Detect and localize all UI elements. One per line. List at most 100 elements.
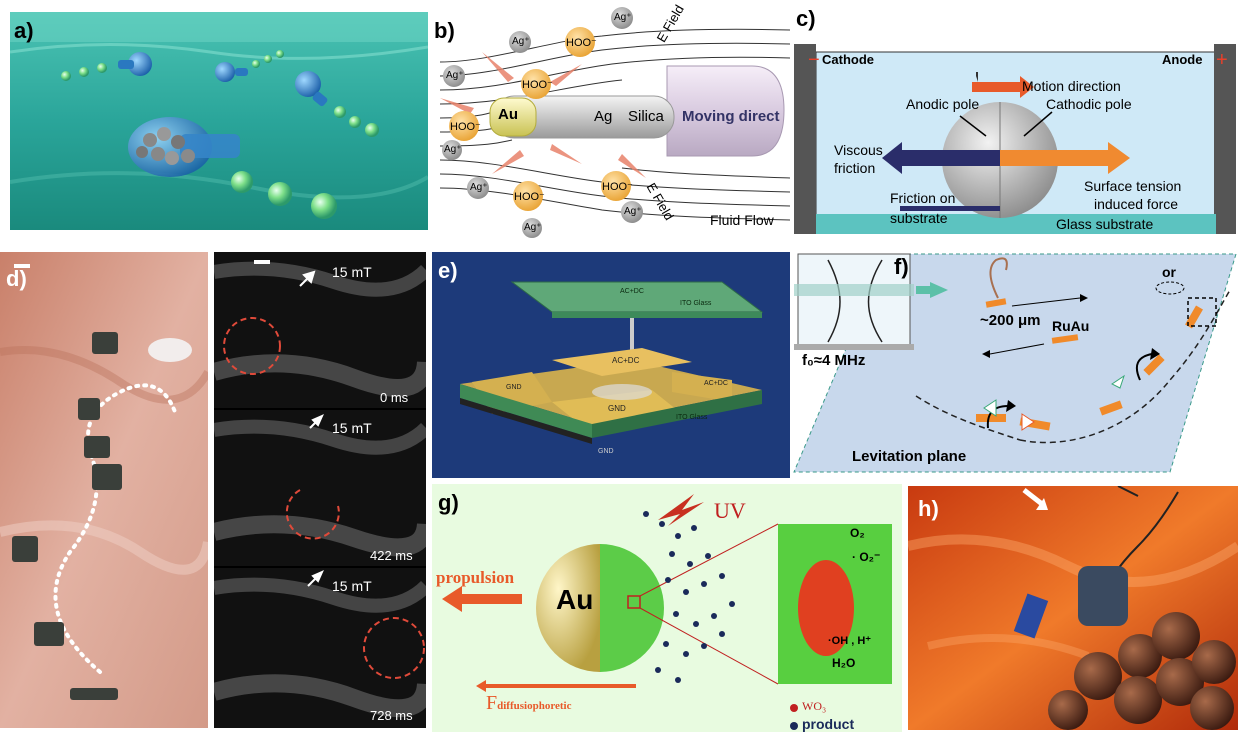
time-label: 0 ms — [380, 390, 409, 405]
anode-electrode — [1214, 44, 1236, 234]
cathodic-pole-label: Cathodic pole — [1046, 96, 1132, 112]
anodic-pole-label: Anodic pole — [906, 96, 980, 112]
cathode-electrode — [794, 44, 816, 234]
panel-f-acoustic-levitation: f) f₀≈4 MHz ~200 μm RuAu or Levitation p… — [790, 250, 1238, 478]
bottom-glass-label: ITO Glass — [676, 414, 708, 421]
diffusiophoretic-arrow — [476, 680, 636, 692]
micro-robot-body — [1078, 566, 1128, 626]
ag-ion-label: Ag⁺ — [470, 182, 488, 193]
frequency-label: f₀≈4 MHz — [802, 352, 866, 369]
friction-label: friction — [834, 160, 876, 176]
surface-tension-arrow — [1000, 142, 1130, 174]
panel-label: c) — [796, 6, 816, 31]
friction-on-label: Friction on — [890, 190, 956, 206]
panel-d-tissue-illustration — [0, 252, 208, 728]
panel-a-micro-robots-underwater: a) — [10, 12, 428, 230]
gold-segment — [489, 97, 537, 137]
panel-a-illustration — [10, 12, 428, 230]
ultrasound-frame — [214, 410, 426, 566]
au-hemisphere — [536, 544, 600, 672]
panel-label: h) — [918, 496, 939, 521]
panel-label: a) — [14, 18, 34, 43]
au-label: Au — [556, 584, 594, 615]
panel-g-photocatalytic-janus: g) UV propulsion Au Fdiffusiophoretic O₂… — [432, 484, 902, 732]
diffusion-arrows — [440, 52, 646, 178]
panel-d-photo: d) — [0, 252, 208, 728]
time-label: 728 ms — [370, 708, 413, 723]
force-symbol: F — [486, 692, 498, 714]
magnet-icon — [1013, 593, 1049, 639]
uv-label: UV — [714, 498, 746, 523]
hydroxyl-label: ·OH , H⁺ — [828, 635, 872, 647]
top-electrode-label: AC+DC — [620, 288, 644, 295]
substrate-label: substrate — [890, 210, 948, 226]
au-segment-label: Au — [498, 106, 518, 123]
fluid-flow-label: Fluid Flow — [710, 212, 774, 228]
panel-label: g) — [438, 490, 459, 515]
time-label: 422 ms — [370, 548, 413, 563]
panel-e-electrode-device: e) AC+DC ITO Glass AC+DC AC+DC GND GND I… — [432, 252, 790, 478]
micro-robot — [61, 52, 152, 81]
force-subscript: diffusiophoretic — [497, 700, 572, 712]
silica-label: Silica — [628, 108, 664, 125]
wo3-particle — [798, 560, 854, 656]
silica-shell — [666, 65, 785, 157]
ag-ion-label: Ag⁺ — [524, 222, 542, 233]
right-electrode — [672, 372, 732, 402]
panel-h-blood-vessel-robot: h) — [908, 486, 1238, 730]
hoo-ion-label: HOO⁻ — [522, 79, 553, 91]
micro-roller-frames — [12, 332, 122, 700]
panel-label: f) — [894, 254, 909, 279]
levitation-plane-label: Levitation plane — [852, 448, 967, 465]
or-label: or — [1162, 264, 1176, 280]
hoo-ions — [449, 27, 631, 211]
ultrasound-frame — [214, 252, 426, 408]
glass-substrate-label: Glass substrate — [1056, 216, 1154, 232]
viscous-friction-arrow — [882, 142, 1000, 174]
induced-force-label: induced force — [1094, 196, 1179, 212]
propulsion-arrow — [442, 586, 522, 612]
o2-label: O₂ — [850, 526, 865, 540]
field-strength-label: 15 mT — [332, 420, 372, 436]
product-dots — [643, 511, 735, 683]
panel-g-diagram — [442, 494, 892, 730]
panel-b-diagram — [439, 7, 790, 238]
viscous-label: Viscous — [834, 142, 883, 158]
panel-d-ultrasound-frames: 15 mT 0 ms 15 mT 422 ms 15 mT 728 ms — [214, 252, 426, 728]
top-glass-label: ITO Glass — [680, 300, 712, 307]
material-label: RuAu — [1052, 318, 1090, 334]
ag-segment-label: Ag — [594, 108, 613, 125]
levitation-chamber-icon — [794, 253, 948, 350]
anode-label: Anode — [1162, 52, 1203, 67]
top-ito-glass — [510, 281, 764, 313]
ag-ion-label: Ag⁺ — [512, 36, 530, 47]
panel-h-illustration — [908, 486, 1238, 730]
legend-product: product — [802, 716, 855, 732]
field-strength-label: 15 mT — [332, 264, 372, 280]
surface-tension-label: Surface tension — [1084, 178, 1182, 194]
glass-substrate — [816, 214, 1216, 234]
gnd-front-label: GND — [608, 404, 626, 413]
micro-robot — [215, 50, 284, 82]
panel-f-diagram — [793, 253, 1237, 473]
right-electrode-label: AC+DC — [704, 380, 728, 387]
gnd-left-label: GND — [506, 384, 522, 391]
field-strength-label: 15 mT — [332, 578, 372, 594]
hoo-ion-label: HOO⁻ — [602, 181, 633, 193]
panel-label: b) — [434, 18, 455, 43]
micro-robot — [295, 71, 379, 137]
ag-ion-label: Ag⁺ — [614, 12, 632, 23]
moving-direction-label: Moving direct — [682, 108, 780, 125]
svg-text:+: + — [1216, 49, 1228, 71]
cathode-label: Cathode — [822, 52, 874, 67]
panel-e-diagram — [460, 281, 764, 444]
ag-ion-label: Ag⁺ — [624, 206, 642, 217]
superoxide-label: · O₂⁻ — [852, 550, 881, 564]
motion-direction-arrow — [972, 76, 1034, 98]
panel-label: d) — [6, 266, 27, 291]
motion-direction-label: Motion direction — [1022, 78, 1121, 94]
flow-streamlines — [439, 28, 790, 221]
propulsion-label: propulsion — [436, 568, 515, 587]
panel-c-diagram: − + — [794, 44, 1236, 234]
size-label: ~200 μm — [980, 312, 1041, 329]
